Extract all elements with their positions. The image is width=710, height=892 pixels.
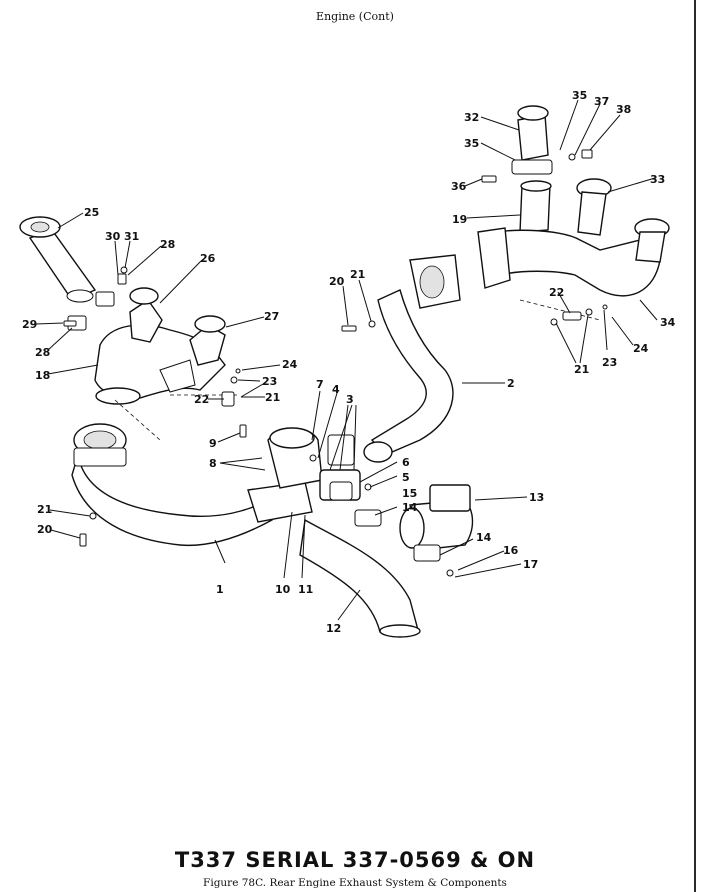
tailpipe (299, 518, 421, 638)
callout-8: 8 (209, 457, 217, 470)
callout-17: 17 (523, 558, 538, 571)
callout-23b: 23 (602, 356, 617, 369)
callout-20a: 20 (329, 275, 345, 288)
page-header: Engine (Cont) (316, 10, 394, 23)
clamp-halves (329, 481, 441, 562)
callout-22b: 22 (549, 286, 564, 299)
callout-20b: 20 (37, 523, 53, 536)
callout-26: 26 (200, 252, 216, 265)
center-collector (247, 427, 361, 523)
callout-21c: 21 (265, 391, 280, 404)
callout-23a: 23 (262, 375, 277, 388)
callout-38: 38 (616, 103, 631, 116)
callout-21a: 21 (350, 268, 365, 281)
callout-19: 19 (452, 213, 467, 226)
right-exhaust-manifold (477, 178, 670, 297)
callout-13: 13 (529, 491, 544, 504)
right-riser-pipe (511, 105, 553, 233)
callout-9: 9 (209, 437, 217, 450)
callout-32: 32 (464, 111, 479, 124)
callout-24b: 24 (633, 342, 649, 355)
callout-18: 18 (35, 369, 50, 382)
callout-21d: 21 (574, 363, 589, 376)
callout-16: 16 (503, 544, 519, 557)
callout-12: 12 (326, 622, 341, 635)
callout-22a: 22 (194, 393, 209, 406)
callout-25: 25 (84, 206, 99, 219)
elbow-pipe (399, 484, 474, 551)
callout-27: 27 (264, 310, 279, 323)
serial-title: T337 SERIAL 337-0569 & ON (174, 848, 536, 872)
callout-33: 33 (650, 173, 665, 186)
callout-30: 30 (105, 230, 121, 243)
leader-lines (35, 99, 658, 621)
callout-34: 34 (660, 316, 676, 329)
callout-11: 11 (298, 583, 313, 596)
callout-14b: 14 (476, 531, 492, 544)
callout-37: 37 (594, 95, 609, 108)
small-hardware (63, 149, 608, 577)
callout-2: 2 (507, 377, 515, 390)
callout-24a: 24 (282, 358, 298, 371)
callout-labels: 1 2 3 4 5 6 7 8 9 10 11 12 13 14 14 15 1… (22, 89, 676, 635)
figure-caption: Figure 78C. Rear Engine Exhaust System &… (203, 877, 507, 889)
left-exhaust-manifold (94, 287, 226, 405)
callout-29: 29 (22, 318, 37, 331)
callout-15: 15 (402, 487, 417, 500)
callout-5: 5 (402, 471, 410, 484)
callout-1: 1 (216, 583, 224, 596)
callout-28a: 28 (160, 238, 175, 251)
callout-35a: 35 (572, 89, 587, 102)
callout-6: 6 (402, 456, 410, 469)
left-crossover-pipe (71, 423, 273, 547)
page-right-border (694, 0, 696, 892)
callout-10: 10 (275, 583, 291, 596)
callout-3: 3 (346, 393, 354, 406)
callout-28b: 28 (35, 346, 50, 359)
callout-14a: 14 (402, 501, 418, 514)
callout-4: 4 (332, 383, 340, 396)
callout-21b: 21 (37, 503, 52, 516)
callout-35b: 35 (464, 137, 479, 150)
callout-7: 7 (316, 378, 324, 391)
callout-36: 36 (451, 180, 467, 193)
left-riser-pipe (19, 216, 97, 303)
callout-31: 31 (124, 230, 139, 243)
right-crossover-pipe (363, 254, 461, 463)
